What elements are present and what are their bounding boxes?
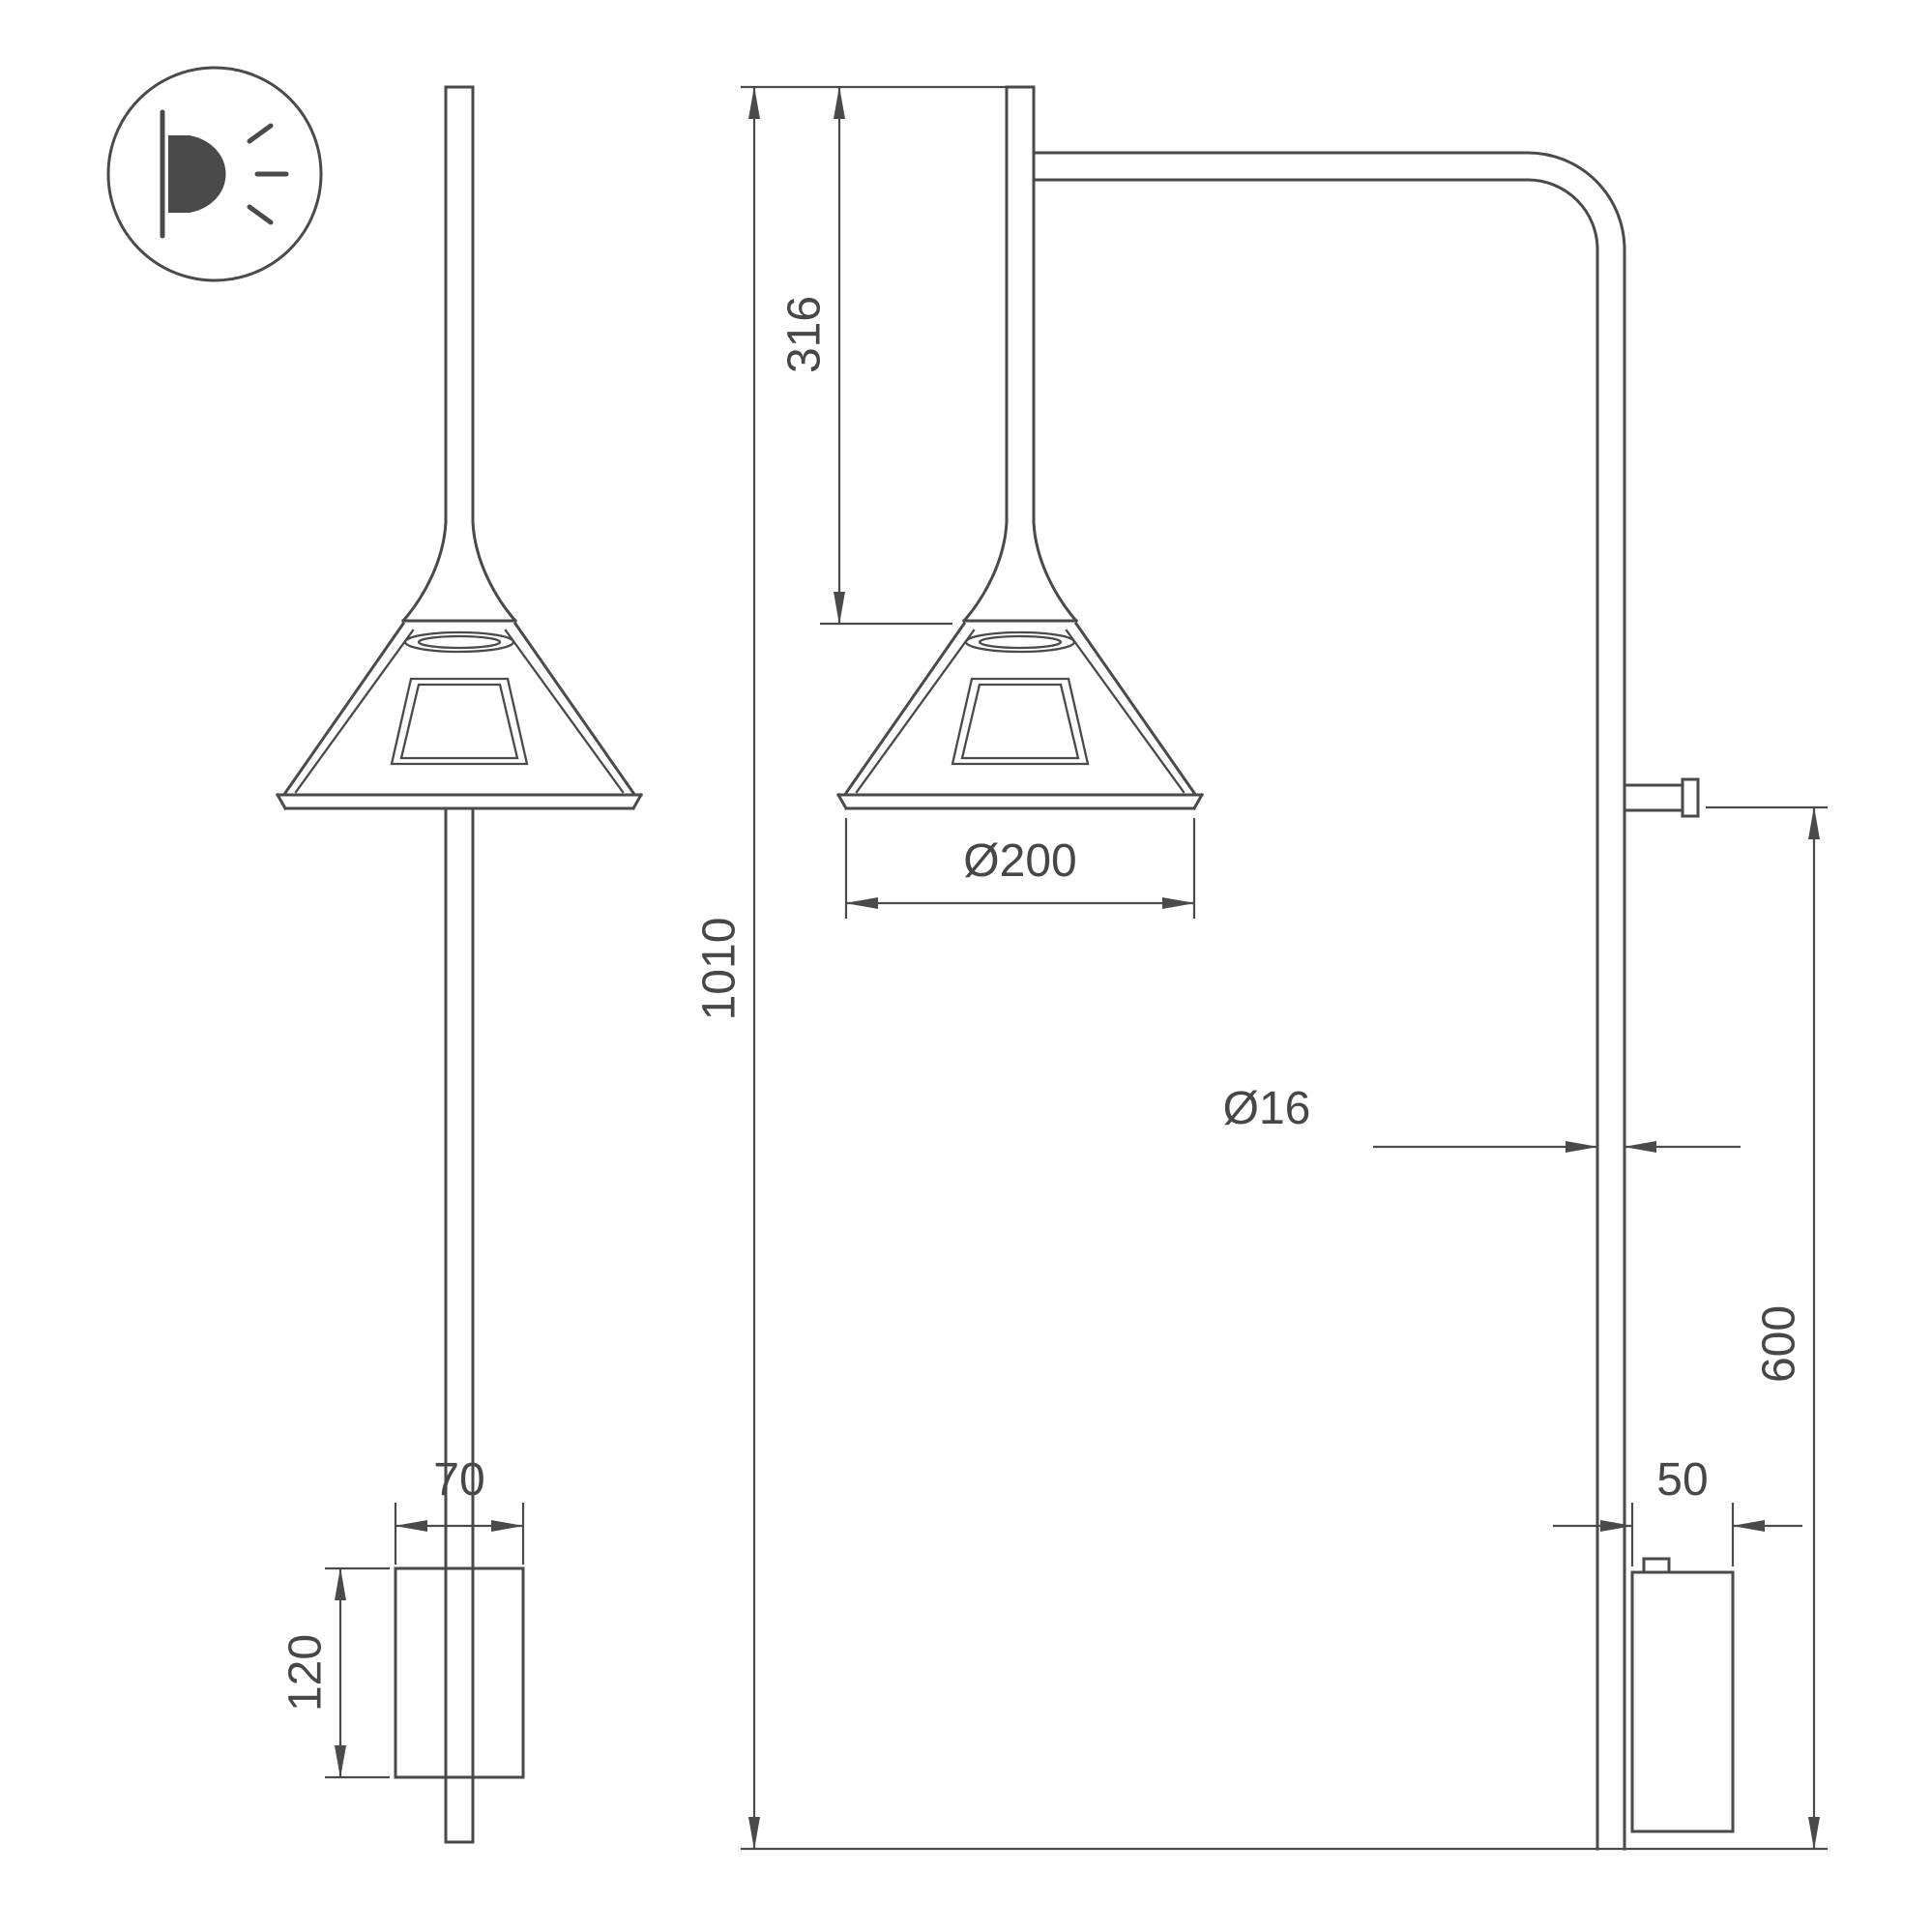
dim-120-label: 120 xyxy=(280,1634,332,1712)
dim-600-label: 600 xyxy=(1754,1305,1805,1383)
dim-200-label: Ø200 xyxy=(963,835,1076,887)
side-wall-bracket xyxy=(1630,1557,1735,1833)
arm-outer xyxy=(1032,151,1626,1851)
side-view xyxy=(835,85,1735,1851)
dim-16-label: Ø16 xyxy=(1223,1083,1311,1134)
dim-1010-label: 1010 xyxy=(694,918,746,1021)
dim-50-label: 50 xyxy=(1656,1454,1708,1506)
arm-inner xyxy=(1032,178,1599,1851)
switch-knob xyxy=(1623,777,1700,818)
dim-316-label: 316 xyxy=(779,296,831,373)
dimension-annotations: 1010 316 Ø200 Ø16 600 50 70 120 xyxy=(280,85,1828,1851)
front-view xyxy=(275,85,644,1844)
wall-light-icon xyxy=(106,66,323,282)
front-wall-bracket xyxy=(394,1566,525,1779)
dim-70-label: 70 xyxy=(433,1454,484,1506)
